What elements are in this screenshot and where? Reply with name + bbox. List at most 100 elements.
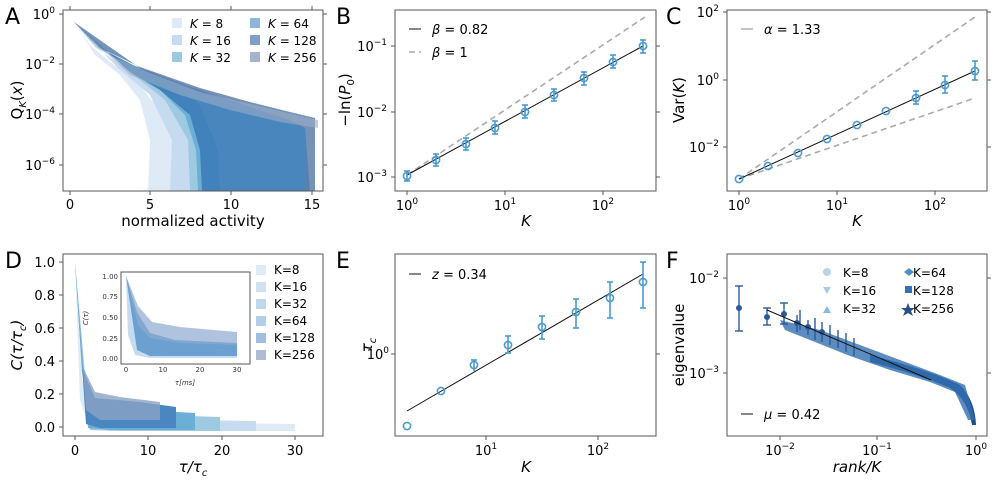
svg-text:10−2: 10−2 (765, 442, 795, 459)
svg-text:10−3: 10−3 (689, 365, 719, 382)
svg-text:10: 10 (159, 366, 168, 374)
svg-text:C(τ): C(τ) (82, 310, 90, 325)
svg-text:K = 16: K = 16 (190, 34, 231, 48)
panel-e-legend: z = 0.34 (409, 268, 487, 283)
svg-text:10−4: 10−4 (25, 106, 55, 123)
svg-text:K=32: K=32 (274, 297, 307, 311)
svg-text:0: 0 (66, 198, 74, 213)
svg-text:100: 100 (965, 442, 988, 459)
panel-c-points (734, 60, 980, 184)
svg-text:β = 0.82: β = 0.82 (431, 23, 488, 38)
panel-c-legend: α = 1.33 (741, 23, 821, 38)
svg-text:10−3: 10−3 (357, 169, 387, 186)
panel-a-frame (62, 9, 324, 192)
panel-b-points (402, 39, 648, 182)
panel-b: B 100 101 102 10−3 10−2 10−1 K −ln (336, 5, 660, 230)
svg-text:K=256: K=256 (913, 302, 954, 316)
panel-b-xlabel: K (521, 212, 532, 230)
svg-text:0.2: 0.2 (34, 388, 55, 403)
svg-text:100: 100 (396, 197, 419, 214)
svg-text:1.0: 1.0 (34, 256, 55, 271)
svg-text:K = 64: K = 64 (268, 17, 309, 31)
svg-text:K=128: K=128 (274, 331, 315, 345)
svg-text:K = 128: K = 128 (268, 34, 316, 48)
svg-text:100: 100 (33, 6, 56, 23)
svg-text:K = 256: K = 256 (268, 51, 316, 65)
panel-c: C 100 101 102 10−2 100 102 K Var(K) (666, 4, 991, 230)
svg-text:K=128: K=128 (913, 284, 954, 298)
panel-f-legend: K=8 K=16 K=32 K=64 K=128 K=256 μ = 0.42 (741, 266, 954, 423)
svg-text:K=8: K=8 (274, 263, 300, 277)
svg-text:K=16: K=16 (843, 284, 876, 298)
svg-text:E: E (336, 249, 350, 274)
svg-text:30: 30 (287, 444, 304, 459)
svg-text:10: 10 (223, 198, 240, 213)
panel-d-legend: K=8 K=16 K=32 K=64 K=128 K=256 (256, 263, 315, 362)
panel-label-c: C (666, 5, 681, 30)
panel-b-legend: β = 0.82 β = 1 (409, 23, 488, 61)
panel-a-legend: K = 8 K = 16 K = 32 K = 64 K = 128 K = 2… (172, 17, 316, 65)
svg-text:τc: τc (358, 337, 379, 352)
svg-text:10−1: 10−1 (862, 442, 892, 459)
svg-text:0: 0 (124, 366, 128, 374)
svg-text:z = 0.34: z = 0.34 (431, 268, 487, 283)
svg-text:101: 101 (494, 197, 516, 214)
svg-text:K=64: K=64 (274, 314, 307, 328)
panel-b-ylabel: −ln(P0) (336, 73, 357, 126)
svg-text:β = 1: β = 1 (431, 46, 468, 61)
svg-text:C(τ/τc): C(τ/τc) (8, 320, 29, 371)
svg-text:rank/K: rank/K (833, 458, 883, 476)
svg-text:5: 5 (146, 198, 154, 213)
svg-text:100: 100 (697, 72, 720, 89)
svg-text:K=256: K=256 (274, 348, 315, 362)
svg-text:τ[ms]: τ[ms] (175, 379, 195, 387)
svg-text:101: 101 (475, 442, 497, 459)
svg-text:K = 32: K = 32 (190, 51, 231, 65)
svg-text:0.00: 0.00 (102, 355, 118, 363)
svg-text:K: K (852, 212, 863, 230)
svg-text:0.4: 0.4 (34, 355, 55, 370)
svg-text:K=32: K=32 (843, 302, 876, 316)
svg-text:K=64: K=64 (913, 266, 946, 280)
svg-text:τ/τc: τ/τc (179, 458, 208, 479)
svg-text:α = 1.33: α = 1.33 (764, 23, 821, 38)
svg-text:100: 100 (728, 197, 751, 214)
svg-text:K: K (521, 458, 532, 476)
svg-text:1.00: 1.00 (102, 273, 118, 281)
panel-b-beta1-line (406, 16, 646, 176)
panel-a-ylabel: QK(x) (8, 81, 29, 120)
svg-text:0.25: 0.25 (102, 335, 118, 343)
panel-a-areas (74, 22, 318, 191)
svg-text:D: D (5, 249, 22, 274)
panel-label-a: A (5, 5, 20, 30)
svg-text:10−2: 10−2 (357, 104, 387, 121)
svg-text:eigenvalue: eigenvalue (670, 304, 688, 387)
svg-text:0: 0 (71, 444, 79, 459)
panel-label-b: B (336, 5, 351, 30)
svg-text:102: 102 (592, 197, 614, 214)
svg-text:10−2: 10−2 (689, 270, 719, 287)
svg-text:0.6: 0.6 (34, 322, 55, 337)
svg-text:F: F (666, 249, 679, 274)
panel-b-frame (394, 9, 657, 192)
panel-f-points (735, 285, 976, 425)
svg-text:Var(K): Var(K) (670, 77, 688, 123)
svg-text:102: 102 (924, 197, 946, 214)
svg-text:101: 101 (826, 197, 848, 214)
svg-text:10: 10 (140, 444, 157, 459)
svg-text:K=16: K=16 (274, 280, 307, 294)
svg-text:10−2: 10−2 (25, 56, 55, 73)
svg-text:10−1: 10−1 (357, 38, 387, 55)
svg-text:0.0: 0.0 (34, 421, 55, 436)
svg-text:102: 102 (587, 442, 609, 459)
panel-d-areas (75, 262, 295, 431)
panel-a-xlabel: normalized activity (121, 212, 265, 230)
svg-text:0.75: 0.75 (102, 293, 118, 301)
svg-text:K = 8: K = 8 (190, 17, 223, 31)
svg-text:0.50: 0.50 (102, 314, 118, 322)
svg-text:20: 20 (196, 366, 205, 374)
